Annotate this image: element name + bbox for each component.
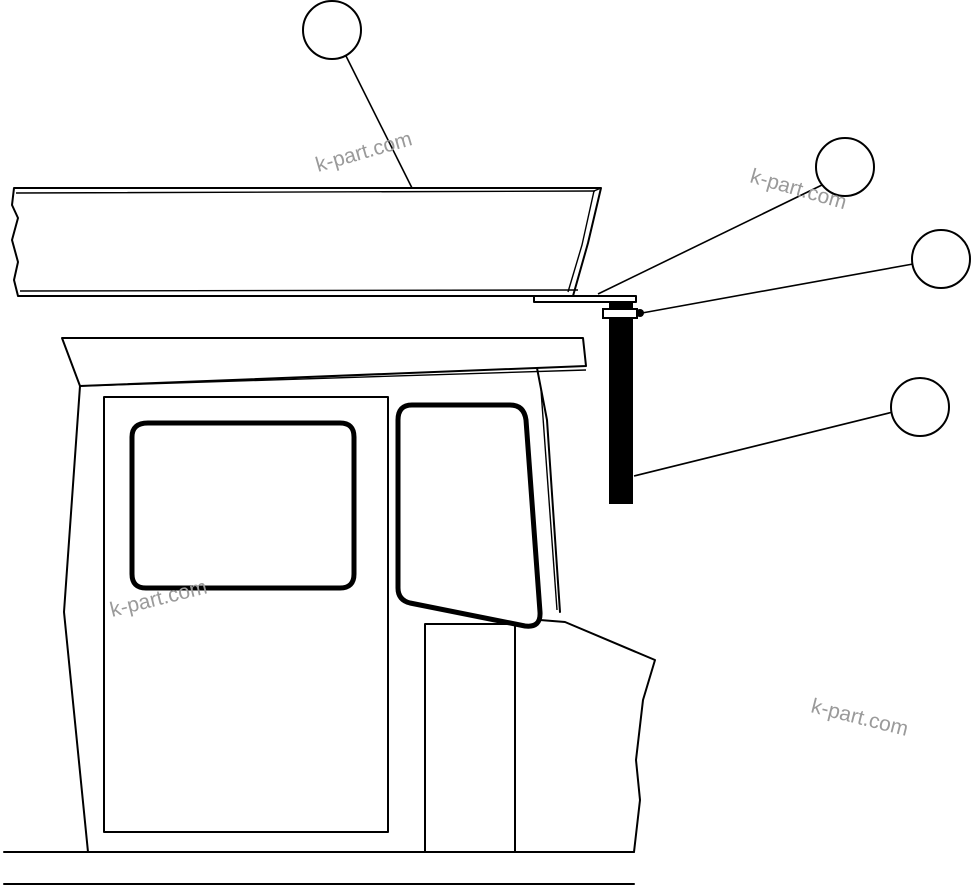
callout-canopy <box>302 0 362 60</box>
callout-clamp <box>911 229 971 289</box>
watermark: k-part.com <box>108 576 210 622</box>
callout-support-bracket <box>815 137 875 197</box>
clamp <box>602 308 644 319</box>
callout-support-post <box>890 377 950 437</box>
support-post <box>609 302 633 504</box>
leader-lines <box>345 55 914 477</box>
watermark: k-part.com <box>313 127 415 176</box>
door-window <box>395 402 543 629</box>
support-bracket <box>533 295 637 303</box>
cab-body <box>63 367 656 853</box>
front-window <box>129 420 357 591</box>
canopy <box>11 187 602 297</box>
cab-roof <box>61 337 587 387</box>
watermark: k-part.com <box>809 695 911 741</box>
base-frame <box>3 851 635 885</box>
